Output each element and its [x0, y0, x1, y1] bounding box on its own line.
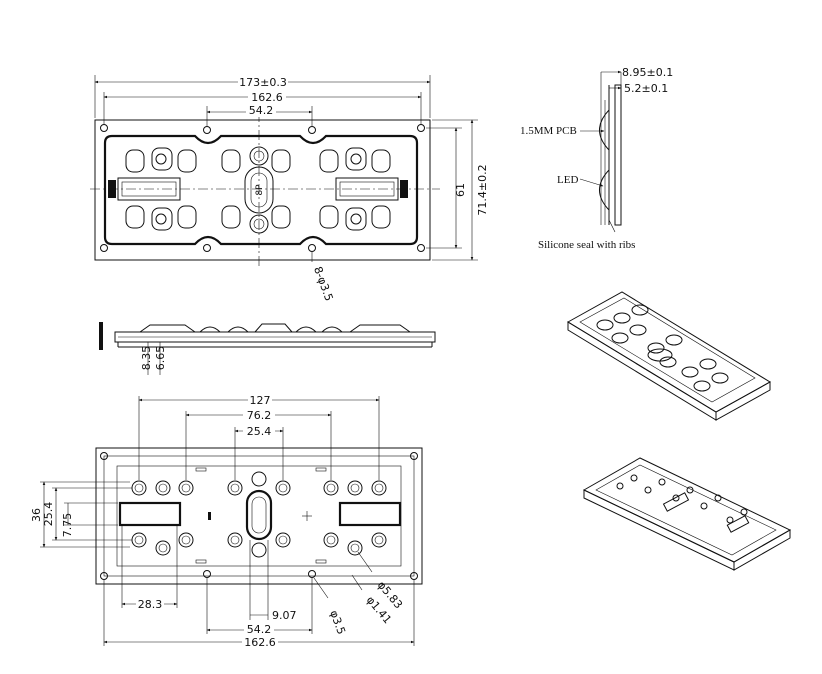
lens-cells [125, 147, 391, 231]
dim-thickness-total: 8.95±0.1 [622, 66, 673, 79]
section-view: 8.95±0.1 5.2±0.1 1.5MM PCB LED Silicone … [520, 66, 673, 251]
dim-holes: 8-φ3.5 [311, 265, 335, 303]
dim-25: 25.4 [247, 425, 272, 438]
mounting-holes [100, 124, 425, 252]
dim-hole-height: 61 [454, 183, 467, 197]
dim-25-4-left: 25.4 [42, 502, 55, 527]
iso-view-bottom [582, 457, 792, 571]
bottom-view: 127 76.2 25.4 36 25.4 7.75 28.3 9.07 [30, 393, 423, 649]
dim-side-b: 6.65 [154, 346, 167, 371]
center-marker: 8P [255, 184, 265, 196]
dim-center-span: 54.2 [249, 104, 274, 117]
top-plate-outline [94, 119, 431, 261]
label-seal: Silicone seal with ribs [538, 239, 635, 251]
dim-7-75: 7.75 [61, 513, 74, 538]
dim-overall-width: 173±0.3 [239, 76, 287, 89]
dim-9-07: 9.07 [272, 609, 297, 622]
iso-view-top [567, 291, 771, 421]
dim-127: 127 [250, 394, 271, 407]
dim-thickness-lens: 5.2±0.1 [624, 82, 668, 95]
side-view: 8.35 6.65 [99, 322, 436, 375]
dim-36: 36 [30, 508, 43, 522]
top-view: 8P 173±0.3 162.6 54.2 7 [90, 75, 489, 303]
label-led: LED [557, 174, 578, 186]
dim-54-2: 54.2 [247, 623, 272, 636]
dim-3-5: φ3.5 [327, 609, 348, 637]
dim-overall-height: 71.4±0.2 [476, 164, 489, 215]
top-lens-body [103, 134, 419, 246]
dim-side-a: 8.35 [140, 346, 153, 371]
dim-76: 76.2 [247, 409, 272, 422]
dim-hole-span: 162.6 [251, 91, 283, 104]
dim-162-6: 162.6 [244, 636, 276, 649]
label-pcb: 1.5MM PCB [520, 125, 577, 137]
dim-28-3: 28.3 [138, 598, 163, 611]
